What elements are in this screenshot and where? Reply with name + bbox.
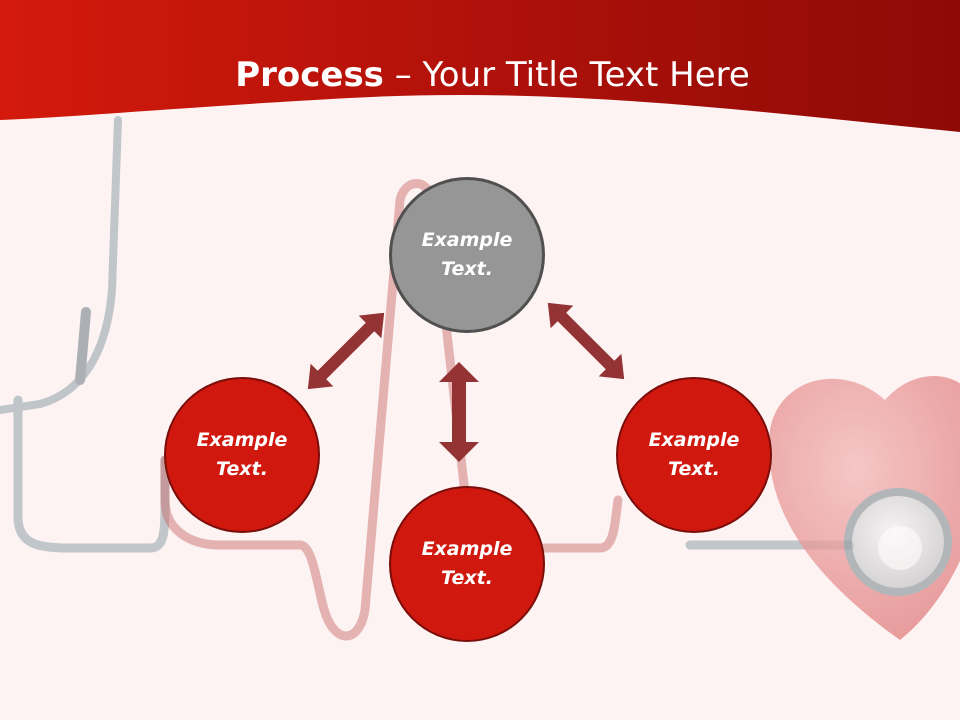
stethoscope-icon — [0, 116, 170, 553]
node-left-label: Example Text. — [196, 429, 288, 480]
arrow-top-right — [547, 302, 625, 380]
arrow-top-bottom — [439, 362, 479, 462]
node-left[interactable]: Example Text. — [164, 377, 320, 533]
node-top[interactable]: Example Text. — [389, 177, 545, 333]
page-title: Process – Your Title Text Here — [0, 54, 960, 96]
node-bottom-label: Example Text. — [421, 538, 513, 589]
title-bold: Process — [235, 55, 384, 95]
title-rest: – Your Title Text Here — [383, 55, 750, 95]
heart-icon — [769, 376, 960, 640]
node-bottom[interactable]: Example Text. — [389, 486, 545, 642]
node-right[interactable]: Example Text. — [616, 377, 772, 533]
arrow-top-left — [307, 312, 385, 390]
connector-arrows — [307, 302, 625, 462]
header-band — [0, 0, 960, 132]
node-right-label: Example Text. — [648, 429, 740, 480]
node-top-label: Example Text. — [421, 229, 513, 280]
